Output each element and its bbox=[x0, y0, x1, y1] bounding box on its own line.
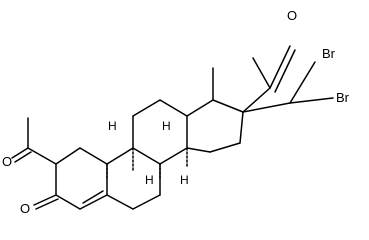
bromine-upper: Br bbox=[322, 46, 336, 61]
bromine-lower: Br bbox=[336, 90, 350, 105]
oxygen-ring-ketone: O bbox=[20, 201, 30, 216]
left-acetyl-group bbox=[11, 117, 57, 165]
structure-canvas: O O O Br Br H H H H bbox=[2, 8, 350, 216]
ring-c bbox=[132, 99, 188, 165]
oxygen-left-acetyl: O bbox=[2, 154, 12, 169]
stereo-hash-bonds bbox=[106, 147, 188, 181]
steroid-structure-diagram: O O O Br Br H H H H bbox=[2, 8, 350, 216]
stereo-h-c9: H bbox=[108, 119, 117, 133]
stereo-h-c10: H bbox=[145, 173, 154, 187]
stereo-h-c14: H bbox=[180, 173, 189, 187]
oxygen-top-acetyl: O bbox=[287, 8, 297, 23]
dibromomethyl-group bbox=[242, 61, 334, 113]
stereo-h-c8: H bbox=[162, 119, 171, 133]
ring-a bbox=[55, 147, 108, 210]
top-acetyl-group bbox=[242, 45, 296, 113]
ring-d bbox=[186, 99, 244, 153]
ring-ketone-group bbox=[33, 194, 59, 210]
